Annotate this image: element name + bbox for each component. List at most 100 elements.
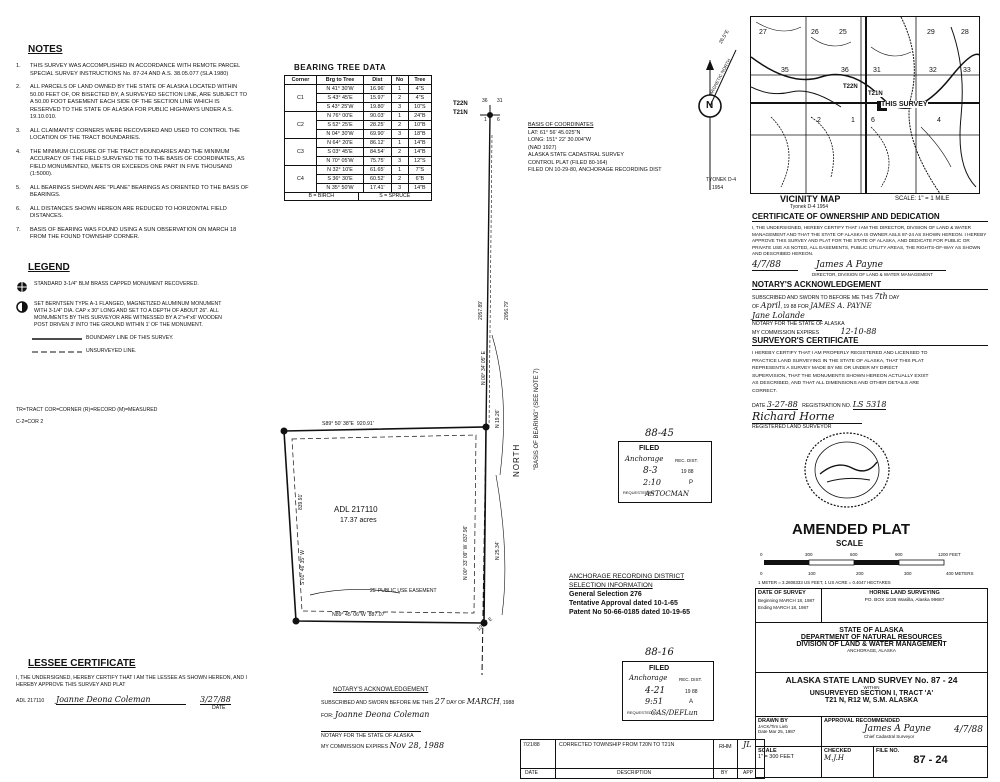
- notary-lessee: NOTARY'S ACKNOWLEDGEMENT SUBSCRIBED AND …: [321, 685, 591, 753]
- bottom-line-bearing: N89° 45' 06"W 887.07': [332, 612, 386, 618]
- north-dist-1: 2057.89': [478, 300, 484, 320]
- stamp-district: Anchorage: [625, 455, 664, 463]
- notary-month: April: [760, 301, 781, 310]
- notary-day: 27: [434, 697, 445, 706]
- north-offset-1: N 19.26': [495, 409, 501, 428]
- checked-cell: CHECKED M.J.H: [822, 747, 874, 777]
- legend-text: UNSURVEYED LINE.: [86, 348, 137, 354]
- survey-begin-date: MARCH 18, 1987: [779, 598, 815, 603]
- legend-text: BOUNDARY LINE OF THIS SURVEY.: [86, 335, 174, 341]
- scale-conversion: 1 METER = 3.2808333 US FEET, 1 US ACRE =…: [758, 580, 891, 585]
- vicinity-sec: 35: [781, 67, 789, 74]
- lessee-title: LESSEE CERTIFICATE: [28, 658, 136, 669]
- lessee-date: 3/27/88: [200, 695, 231, 705]
- revision-h-by: BY: [721, 770, 728, 776]
- basis-of-bearing-label: "BASIS OF BEARING" (SEE NOTE 7): [534, 368, 540, 470]
- note-text: ALL PARCELS OF LAND OWNED BY THE STATE O…: [30, 84, 247, 120]
- note-item: 4.THE MINIMUM CLOSURE OF THE TRACT BOUND…: [16, 149, 251, 179]
- right-distance: 837.96': [463, 525, 469, 542]
- notary-month: MARCH: [466, 697, 500, 706]
- tree-cell: 14"B: [407, 183, 433, 193]
- survey-section: UNSURVEYED SECTION I, TRACT 'A': [809, 690, 934, 697]
- vicinity-sec: 36: [841, 67, 849, 74]
- notary-text: MY COMMISSION EXPIRES: [321, 744, 389, 750]
- survey-end-label: Ending: [758, 605, 773, 610]
- notes-section: NOTES 1.THIS SURVEY WAS ACCOMPLISHED IN …: [16, 44, 251, 248]
- surveyor-date: 3-27-88: [766, 400, 798, 410]
- vicinity-sec: 6: [871, 117, 875, 124]
- top-distance: 920.91': [356, 421, 374, 427]
- legend-item: UNSURVEYED LINE.: [16, 348, 251, 355]
- scale-tick: 200: [856, 571, 864, 576]
- notary-owner-line2: OF April, 19 88 FOR JAMES A. PAYNE: [752, 302, 988, 311]
- notary-lessee-line4: MY COMMISSION EXPIRES Nov 28, 1988: [321, 740, 591, 753]
- notary-text: SUBSCRIBED AND SWORN BEFORE ME THIS: [321, 700, 434, 706]
- vicinity-sec: 1: [851, 117, 855, 124]
- vicinity-title: VICINITY MAP: [780, 194, 841, 204]
- surveyor-role: REGISTERED LAND SURVEYOR: [752, 424, 832, 430]
- lessee-adl: ADL 217110: [16, 698, 45, 704]
- notary-owner: NOTARY'S ACKNOWLEDGEMENT SUBSCRIBED AND …: [752, 280, 988, 337]
- revision-h-appr: APP: [743, 770, 754, 776]
- parcel-label: ADL 217110: [334, 505, 378, 514]
- drawn-by-label: DRAWN BY: [758, 718, 788, 724]
- notes-title: NOTES: [28, 44, 63, 55]
- stamp-time: 2:10: [643, 478, 661, 487]
- legend-section: LEGEND STANDARD 3-1/4" BLM BRASS CAPPED …: [16, 262, 251, 426]
- note-text: ALL CLAIMANTS' CORNERS WERE RECOVERED AN…: [30, 127, 240, 142]
- notary-text: FOR:: [321, 713, 334, 719]
- north-arrow-n: N: [706, 100, 714, 111]
- stamp-rec: REC. DIST.: [675, 458, 699, 463]
- surveyor-date-label: DATE: [752, 403, 766, 409]
- notary-year: , 19 88: [780, 304, 797, 310]
- section-31: 31: [497, 98, 503, 104]
- survey-firm: HORNE LAND SURVEYING PO. BOX 1036 Wasill…: [822, 589, 987, 623]
- recording-l3: Patent No 50-66-0185 dated 10-19-65: [569, 609, 690, 616]
- date-of-survey: DATE OF SURVEY Beginning MARCH 18, 1987 …: [756, 589, 822, 623]
- date-of-survey-label: DATE OF SURVEY: [758, 590, 806, 596]
- note-number: 6.: [16, 205, 21, 212]
- legend-text: STANDARD 3-1/4" BLM BRASS CAPPED MONUMEN…: [34, 281, 199, 287]
- revision-h-date: DATE: [525, 770, 538, 776]
- notary-text: SUBSCRIBED AND SWORN TO BEFORE ME THIS: [752, 295, 873, 301]
- file-number-label: FILE NO.: [876, 748, 900, 754]
- drawn-by-date: Date Mar 25, 1987: [758, 729, 796, 734]
- section-1: 1: [484, 117, 487, 123]
- stamp-req: REQUESTED BY: [623, 490, 655, 495]
- vicinity-t22n: T22N: [843, 84, 858, 90]
- note-text: ALL DISTANCES SHOWN HEREON ARE REDUCED T…: [30, 205, 227, 220]
- recording-title: ANCHORAGE RECORDING DISTRICT: [569, 573, 685, 580]
- no-cell: 1: [390, 84, 409, 94]
- survey-firm-name: HORNE LAND SURVEYING: [869, 590, 940, 596]
- notary-owner-line4: MY COMMISSION EXPIRES 12-10-88: [752, 328, 988, 337]
- easement-label: 25' PUBLIC USE EASEMENT: [370, 588, 437, 594]
- township-label-t21n: T21N: [453, 110, 468, 116]
- column-header: Corner: [284, 75, 317, 85]
- left-line-dist: 839.91': [298, 493, 304, 510]
- vicinity-sec: 2: [817, 117, 821, 124]
- approval-label: APPROVAL RECOMMENDED: [824, 718, 900, 724]
- legend-item: BOUNDARY LINE OF THIS SURVEY.: [16, 335, 251, 342]
- note-number: 1.: [16, 63, 21, 69]
- vicinity-sec: 33: [963, 67, 971, 74]
- corner-c4-icon: [292, 617, 300, 625]
- dist-cell: 16.96': [363, 84, 392, 94]
- surveyor-reg: LS 5318: [852, 400, 887, 410]
- basis-l1: ALASKA STATE CADASTRAL SURVEY: [528, 152, 624, 158]
- vicinity-map-drawing: [751, 17, 979, 193]
- scale-tick: 400 METERS: [946, 571, 974, 576]
- drawn-by: DRAWN BY JACK/Tim Lieb Date Mar 25, 1987: [756, 717, 822, 747]
- right-bearing: N 00° 33' 09" W: [463, 544, 469, 580]
- scale-tick: 300: [805, 552, 813, 557]
- stamp-filed: FILED: [649, 665, 670, 672]
- surveyor-reg-label: REGISTRATION NO.: [802, 403, 852, 409]
- stamp-year: 19 88: [681, 469, 694, 475]
- section-6: 6: [497, 117, 500, 123]
- stamp-filed: FILED: [639, 445, 660, 452]
- amended-scale-label: SCALE: [836, 539, 864, 548]
- stamp-number: 88-45: [645, 428, 674, 439]
